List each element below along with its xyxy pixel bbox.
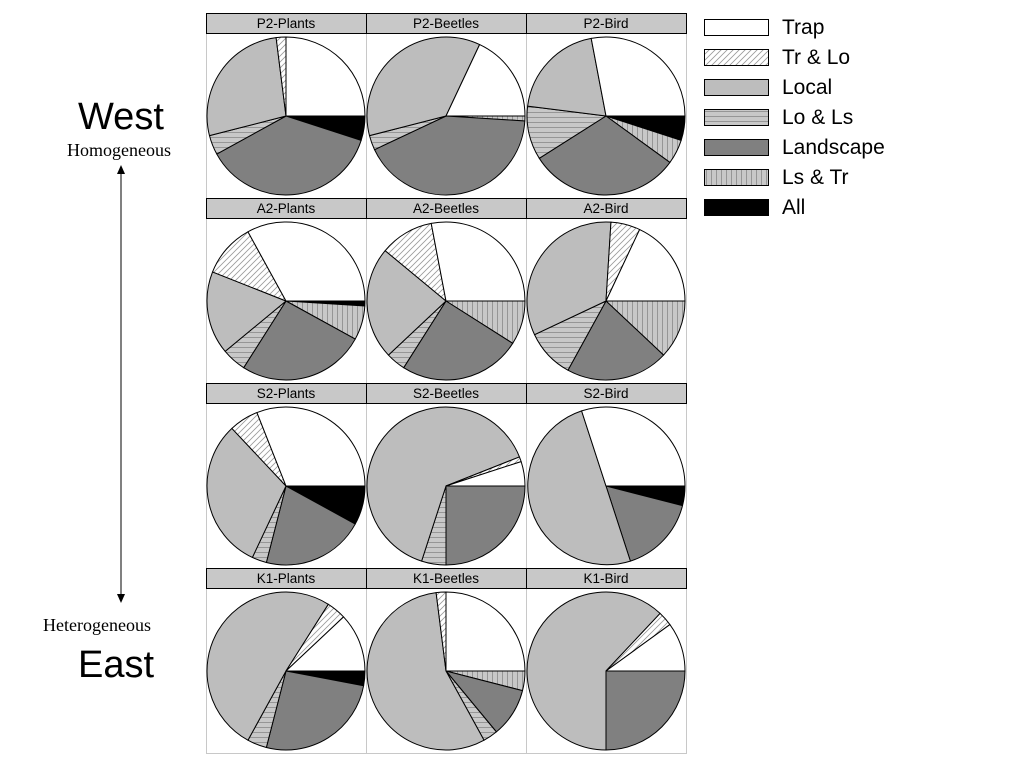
pie-title: K1-Beetles bbox=[413, 571, 479, 586]
legend-swatch-all bbox=[704, 199, 769, 216]
arrow-down-head bbox=[117, 594, 125, 603]
pie-s2-beetles: S2-Beetles bbox=[366, 383, 527, 569]
pie-a2-bird: A2-Bird bbox=[526, 198, 687, 384]
pie-slice-landscape bbox=[538, 115, 671, 196]
east-label: East bbox=[78, 644, 155, 686]
arrow-up-head bbox=[117, 165, 125, 174]
pie-p2-plants: P2-Plants bbox=[206, 13, 367, 199]
legend-label-trlo: Tr & Lo bbox=[782, 46, 851, 69]
pie-title: P2-Beetles bbox=[413, 16, 479, 31]
pie-title: A2-Plants bbox=[257, 201, 316, 216]
pie-slice-trap bbox=[430, 221, 526, 302]
pie-slice-trap bbox=[247, 221, 366, 302]
legend-item-lols: Lo & Ls bbox=[704, 106, 904, 129]
west-label: West bbox=[78, 96, 164, 138]
pie-a2-beetles: A2-Beetles bbox=[366, 198, 527, 384]
pie-slice-local bbox=[366, 36, 481, 137]
pie-title: A2-Beetles bbox=[413, 201, 479, 216]
pie-slice-trap bbox=[605, 624, 686, 672]
pie-slice-local bbox=[366, 406, 520, 562]
pie-slice-lstr bbox=[605, 300, 686, 356]
pie-slice-local bbox=[366, 592, 485, 751]
pie-slice-local bbox=[206, 37, 287, 137]
legend-item-local: Local bbox=[704, 76, 904, 99]
pie-slice-local bbox=[366, 250, 447, 356]
legend-swatch-local bbox=[704, 79, 769, 96]
legend-label-local: Local bbox=[782, 76, 833, 99]
pie-title: S2-Beetles bbox=[413, 386, 479, 401]
homogeneous-label: Homogeneous bbox=[67, 140, 171, 160]
pie-slice-trap bbox=[285, 36, 366, 117]
legend-swatch-trlo bbox=[704, 49, 769, 66]
pie-slice-trap bbox=[445, 461, 526, 487]
legend-swatch-lstr bbox=[704, 169, 769, 186]
pie-slice-trap bbox=[590, 36, 686, 117]
pie-slice-local bbox=[206, 271, 287, 352]
pie-title-box bbox=[526, 383, 687, 404]
legend-item-all: All bbox=[704, 196, 904, 219]
pie-slice-landscape bbox=[403, 300, 514, 381]
pie-slice-trap bbox=[256, 406, 366, 487]
pie-slice-trap bbox=[445, 591, 526, 672]
pie-slice-local bbox=[527, 410, 631, 566]
pie-title: S2-Plants bbox=[257, 386, 316, 401]
pie-title: A2-Bird bbox=[583, 201, 628, 216]
legend-label-lstr: Ls & Tr bbox=[782, 166, 849, 189]
legend-item-trlo: Tr & Lo bbox=[704, 46, 904, 69]
legend-item-lstr: Ls & Tr bbox=[704, 166, 904, 189]
pie-slice-landscape bbox=[243, 300, 356, 381]
pie-slice-landscape bbox=[445, 485, 526, 566]
legend-label-landscape: Landscape bbox=[782, 136, 885, 159]
legend-label-trap: Trap bbox=[782, 16, 825, 39]
pie-title: P2-Plants bbox=[257, 16, 316, 31]
pie-slice-landscape bbox=[605, 670, 686, 751]
pie-slice-trap bbox=[605, 229, 686, 302]
legend-label-lols: Lo & Ls bbox=[782, 106, 854, 129]
pie-slice-trap bbox=[581, 406, 686, 487]
pie-k1-plants: K1-Plants bbox=[206, 568, 367, 754]
pie-slice-trap bbox=[285, 616, 366, 672]
pie-k1-beetles: K1-Beetles bbox=[366, 568, 527, 754]
legend-item-trap: Trap bbox=[704, 16, 904, 39]
legend-swatch-lols bbox=[704, 109, 769, 126]
pie-slice-landscape bbox=[567, 300, 665, 381]
pie-slice-local bbox=[526, 221, 612, 336]
pie-title: K1-Bird bbox=[583, 571, 628, 586]
pie-title-box bbox=[526, 568, 687, 589]
pie-slice-trap bbox=[445, 44, 526, 117]
legend-swatch-landscape bbox=[704, 139, 769, 156]
pie-k1-bird: K1-Bird bbox=[526, 568, 687, 754]
pie-p2-bird: P2-Bird bbox=[526, 13, 687, 199]
pie-p2-beetles: P2-Beetles bbox=[366, 13, 527, 199]
pie-slice-landscape bbox=[605, 485, 684, 562]
pie-title-box bbox=[526, 13, 687, 34]
heterogeneous-label: Heterogeneous bbox=[43, 615, 151, 635]
pie-slice-landscape bbox=[265, 670, 365, 751]
pie-slice-local bbox=[206, 427, 287, 558]
pie-title-box bbox=[526, 198, 687, 219]
pie-slice-local bbox=[527, 37, 607, 117]
legend-swatch-trap bbox=[704, 19, 769, 36]
pie-title: S2-Bird bbox=[583, 386, 628, 401]
pie-slice-landscape bbox=[216, 115, 362, 196]
pie-a2-plants: A2-Plants bbox=[206, 198, 367, 384]
pie-slice-landscape bbox=[374, 115, 526, 196]
pie-slice-landscape bbox=[265, 485, 356, 566]
legend-label-all: All bbox=[782, 196, 806, 219]
pie-s2-plants: S2-Plants bbox=[206, 383, 367, 569]
pie-slice-local bbox=[206, 591, 329, 741]
legend-item-landscape: Landscape bbox=[704, 136, 904, 159]
pie-s2-bird: S2-Bird bbox=[526, 383, 687, 569]
pie-title: K1-Plants bbox=[257, 571, 316, 586]
pie-slice-local bbox=[526, 591, 661, 751]
pie-title: P2-Bird bbox=[583, 16, 628, 31]
